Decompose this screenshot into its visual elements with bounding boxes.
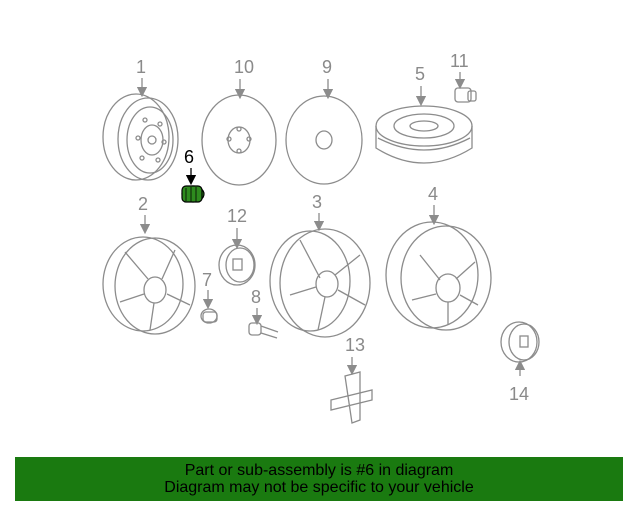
part-6-highlighted[interactable]: 6 <box>181 147 205 203</box>
callout-12: 12 <box>227 206 247 226</box>
part-9-cover[interactable]: 9 <box>285 57 363 185</box>
part-13-bracket[interactable]: 13 <box>330 335 373 424</box>
part-12-center-cap[interactable]: 12 <box>218 206 256 286</box>
callout-1: 1 <box>136 57 146 77</box>
callout-8: 8 <box>251 287 261 307</box>
footer-line-2: Diagram may not be specific to your vehi… <box>164 479 474 496</box>
callout-5: 5 <box>415 64 425 84</box>
callout-10: 10 <box>234 57 254 77</box>
part-2-alloy-wheel[interactable]: 2 <box>102 194 196 335</box>
part-10-cover[interactable]: 10 <box>201 57 277 186</box>
part-6-nut <box>181 185 205 203</box>
part-11-sensor[interactable]: 11 <box>450 51 477 103</box>
part-7-valve[interactable]: 7 <box>200 270 218 324</box>
callout-11: 11 <box>450 51 469 71</box>
footer-banner: Part or sub-assembly is #6 in diagram Di… <box>15 457 623 501</box>
footer-line-1: Part or sub-assembly is #6 in diagram <box>184 462 454 479</box>
part-1-steel-wheel[interactable]: 1 <box>102 57 179 181</box>
callout-7: 7 <box>202 270 212 290</box>
callout-4: 4 <box>428 184 438 204</box>
part-8-bolt[interactable]: 8 <box>248 287 279 339</box>
callout-6: 6 <box>184 147 194 167</box>
callout-14: 14 <box>509 384 529 404</box>
part-3-alloy-wheel[interactable]: 3 <box>269 192 371 338</box>
callout-13: 13 <box>345 335 365 355</box>
part-5-spare-tire[interactable]: 5 <box>375 64 473 164</box>
callout-9: 9 <box>322 57 332 77</box>
callout-2: 2 <box>138 194 148 214</box>
callout-3: 3 <box>312 192 322 212</box>
parts-diagram: 1 10 9 5 11 <box>102 51 540 424</box>
part-4-alloy-wheel[interactable]: 4 <box>385 184 492 331</box>
part-14-center-cap[interactable]: 14 <box>500 321 540 404</box>
